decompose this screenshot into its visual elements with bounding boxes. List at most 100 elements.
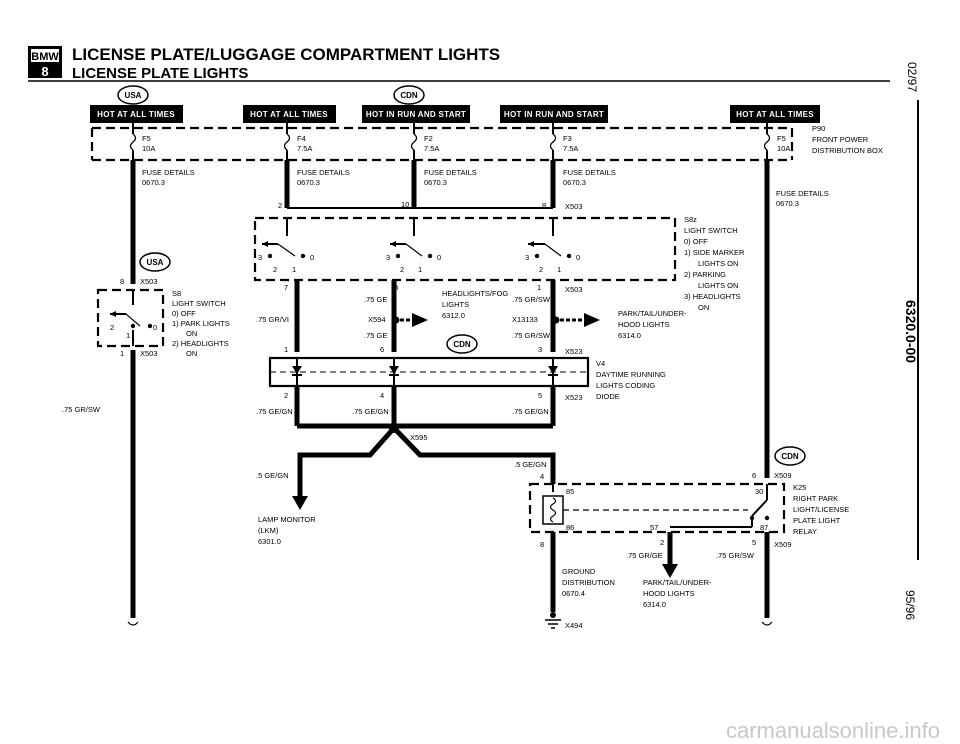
fuse-name: F5 <box>142 134 151 143</box>
svg-text:1: 1 <box>418 265 422 274</box>
svg-text:CDN: CDN <box>781 452 799 461</box>
switch-s8z-outline <box>253 216 677 282</box>
switch-s8z-group-3: 3 0 2 1 <box>525 218 580 274</box>
fuse-f5-right: F5 10A <box>763 123 790 160</box>
lamp-monitor-label: LAMP MONITOR (LKM) 6301.0 <box>258 515 316 546</box>
side-date-top: 02/97 <box>905 62 919 92</box>
svg-text:LIGHTS ON: LIGHTS ON <box>698 281 738 290</box>
svg-text:ON: ON <box>186 349 197 358</box>
svg-text:6312.0: 6312.0 <box>442 311 465 320</box>
pin-label: 6 <box>752 471 756 480</box>
connector-x503: X503 <box>140 277 158 286</box>
wire-continuation-right <box>761 621 773 626</box>
fuse-rating: 7.5A <box>424 144 439 153</box>
svg-text:0: 0 <box>310 253 314 262</box>
svg-text:PLATE LIGHT: PLATE LIGHT <box>793 516 841 525</box>
fuse-f5-left: F5 10A <box>129 123 155 160</box>
fuse-details-2: FUSE DETAILS 0670.3 <box>297 168 350 187</box>
cdn-badge-middle: CDN <box>446 334 478 354</box>
svg-text:HOT IN RUN AND START: HOT IN RUN AND START <box>366 110 466 119</box>
svg-text:LIGHT SWITCH: LIGHT SWITCH <box>172 299 226 308</box>
svg-text:(LKM): (LKM) <box>258 526 279 535</box>
svg-text:2: 2 <box>400 265 404 274</box>
wire-color: .75 GR/GE <box>626 551 663 560</box>
wire-to-lamp-monitor <box>297 426 396 500</box>
svg-text:3: 3 <box>258 253 262 262</box>
wire-color: .75 GE/GN <box>512 407 549 416</box>
svg-text:30: 30 <box>755 487 763 496</box>
svg-text:6314.0: 6314.0 <box>618 331 641 340</box>
svg-text:87: 87 <box>760 523 768 532</box>
svg-text:USA: USA <box>147 258 164 267</box>
svg-text:DIODE: DIODE <box>596 392 620 401</box>
svg-text:2: 2 <box>273 265 277 274</box>
svg-text:0) OFF: 0) OFF <box>172 309 196 318</box>
power-header-3: HOT IN RUN AND START <box>362 105 470 123</box>
svg-text:3: 3 <box>525 253 529 262</box>
svg-text:0: 0 <box>437 253 441 262</box>
pin-label: 1 <box>537 283 541 292</box>
fuse-f4: F4 7.5A <box>283 123 312 160</box>
park-tail-label: PARK/TAIL/UNDER- HOOD LIGHTS 6314.0 <box>643 578 712 609</box>
svg-text:1: 1 <box>126 331 130 340</box>
svg-text:1: 1 <box>557 265 561 274</box>
svg-text:LIGHT/LICENSE: LIGHT/LICENSE <box>793 505 849 514</box>
svg-text:LIGHT SWITCH: LIGHT SWITCH <box>684 226 738 235</box>
fuse-details-3: FUSE DETAILS 0670.3 <box>424 168 477 187</box>
svg-text:LAMP MONITOR: LAMP MONITOR <box>258 515 316 524</box>
svg-text:FUSE DETAILS: FUSE DETAILS <box>776 189 829 198</box>
diagram-title: LICENSE PLATE/LUGGAGE COMPARTMENT LIGHTS <box>72 45 500 64</box>
svg-text:0670.3: 0670.3 <box>776 199 799 208</box>
fuse-f3: F3 7.5A <box>549 123 578 160</box>
wire-color: .5 GE/GN <box>256 471 289 480</box>
fuse-box-label: P90 FRONT POWER DISTRIBUTION BOX <box>812 124 883 155</box>
fuse-name: F4 <box>297 134 306 143</box>
connector-x494: X494 <box>565 621 583 630</box>
fuse-details-1: FUSE DETAILS 0670.3 <box>142 168 195 187</box>
power-header-5: HOT AT ALL TIMES <box>730 105 820 123</box>
svg-text:3) HEADLIGHTS: 3) HEADLIGHTS <box>684 292 741 301</box>
connector-x503: X503 <box>565 202 583 211</box>
connector-x503: X503 <box>140 349 158 358</box>
side-doc-number: 6320.0-00 <box>903 300 919 363</box>
pin-label: 2 <box>660 538 664 547</box>
logo-text: BMW <box>31 51 59 63</box>
fuse-rating: 7.5A <box>563 144 578 153</box>
svg-text:1: 1 <box>292 265 296 274</box>
connector-x595: X595 <box>410 433 428 442</box>
svg-text:0) OFF: 0) OFF <box>684 237 708 246</box>
svg-text:HOT AT ALL TIMES: HOT AT ALL TIMES <box>250 110 328 119</box>
svg-text:LIGHTS ON: LIGHTS ON <box>698 259 738 268</box>
connector-x13133: X13133 <box>512 315 538 324</box>
fuse-details-4: FUSE DETAILS 0670.3 <box>563 168 616 187</box>
headlights-tap-arrow <box>392 313 428 327</box>
wire-color: .75 GR/SW <box>512 331 551 340</box>
svg-text:PARK/TAIL/UNDER-: PARK/TAIL/UNDER- <box>643 578 712 587</box>
power-header-2: HOT AT ALL TIMES <box>243 105 336 123</box>
pin-label: 4 <box>540 472 544 481</box>
fuse-name: F5 <box>777 134 786 143</box>
svg-text:PARK/TAIL/UNDER-: PARK/TAIL/UNDER- <box>618 309 687 318</box>
pin-label: 1 <box>284 345 288 354</box>
power-header-1: HOT AT ALL TIMES <box>90 105 183 123</box>
usa-badge-top: USA <box>117 85 149 105</box>
switch-s8z-group-2: 3 0 2 1 <box>386 218 441 274</box>
pin-label: 2 <box>284 391 288 400</box>
lamp-monitor-arrow <box>292 496 308 510</box>
pin-label: 2 <box>278 201 282 210</box>
svg-text:LIGHTS CODING: LIGHTS CODING <box>596 381 655 390</box>
svg-text:2: 2 <box>110 323 114 332</box>
diode-label: V4 DAYTIME RUNNING LIGHTS CODING DIODE <box>596 359 666 401</box>
bmw-logo: BMW 8 <box>28 46 62 79</box>
wire-color: .75 GE <box>364 295 387 304</box>
svg-text:0670.4: 0670.4 <box>562 589 585 598</box>
svg-text:FUSE DETAILS: FUSE DETAILS <box>563 168 616 177</box>
connector-x503: X503 <box>565 285 583 294</box>
wire-color: .75 GR/SW <box>62 405 101 414</box>
side-date-bottom: 95/96 <box>903 590 917 620</box>
svg-text:HOOD LIGHTS: HOOD LIGHTS <box>618 320 670 329</box>
diagram-subtitle: LICENSE PLATE LIGHTS <box>72 65 248 82</box>
park-tail-arrow <box>662 564 678 578</box>
wire-color: .75 GR/SW <box>512 295 551 304</box>
